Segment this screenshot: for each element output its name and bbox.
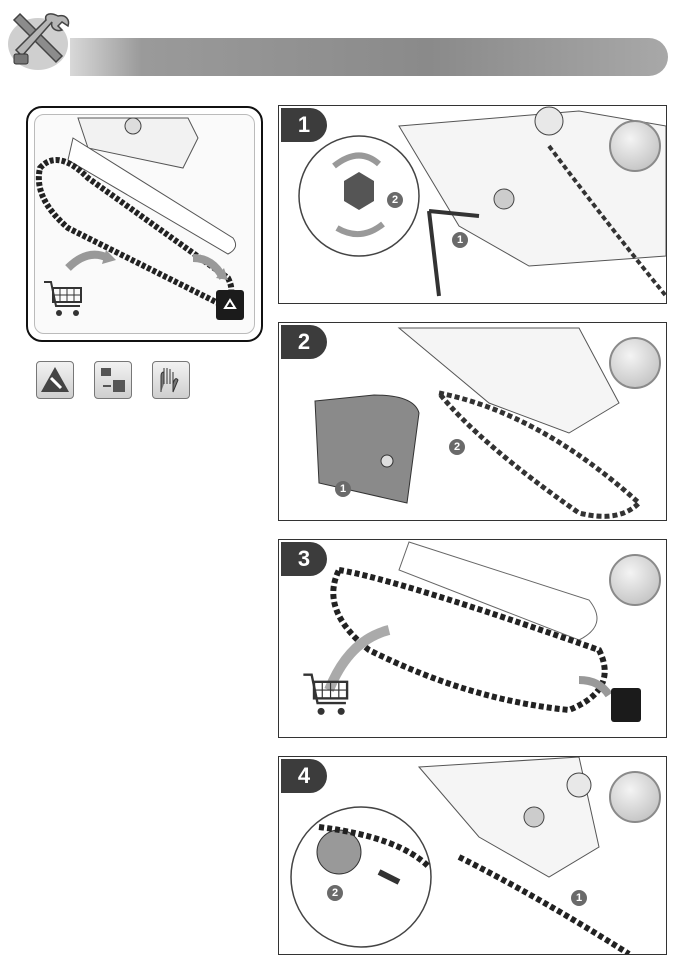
recycle-bin-icon xyxy=(216,290,244,320)
callout-2: 2 xyxy=(387,192,403,208)
unlock-icon xyxy=(609,120,661,172)
callout-2: 2 xyxy=(327,885,343,901)
recycle-bin-icon xyxy=(611,688,641,722)
step-number: 2 xyxy=(281,325,327,359)
unplug-icon xyxy=(94,361,132,399)
header-bar xyxy=(70,38,668,76)
gloves-icon xyxy=(609,337,661,389)
gloves-icon xyxy=(152,361,190,399)
tools-icon xyxy=(4,6,74,76)
step-panel-3: 3 xyxy=(278,539,667,738)
callout-1: 1 xyxy=(452,232,468,248)
callout-2: 2 xyxy=(449,439,465,455)
gloves-icon xyxy=(609,771,661,823)
step-panel-4: 4 1 2 xyxy=(278,756,667,955)
step-number: 4 xyxy=(281,759,327,793)
cart-icon xyxy=(42,278,86,322)
step-number: 3 xyxy=(281,542,327,576)
gloves-icon xyxy=(609,554,661,606)
overview-panel xyxy=(26,106,263,342)
callout-1: 1 xyxy=(335,481,351,497)
cart-icon xyxy=(301,670,353,722)
callout-1: 1 xyxy=(571,890,587,906)
step-number: 1 xyxy=(281,108,327,142)
step-panel-1: 1 1 2 xyxy=(278,105,667,304)
step-panel-2: 2 1 2 xyxy=(278,322,667,521)
warning-icon xyxy=(36,361,74,399)
